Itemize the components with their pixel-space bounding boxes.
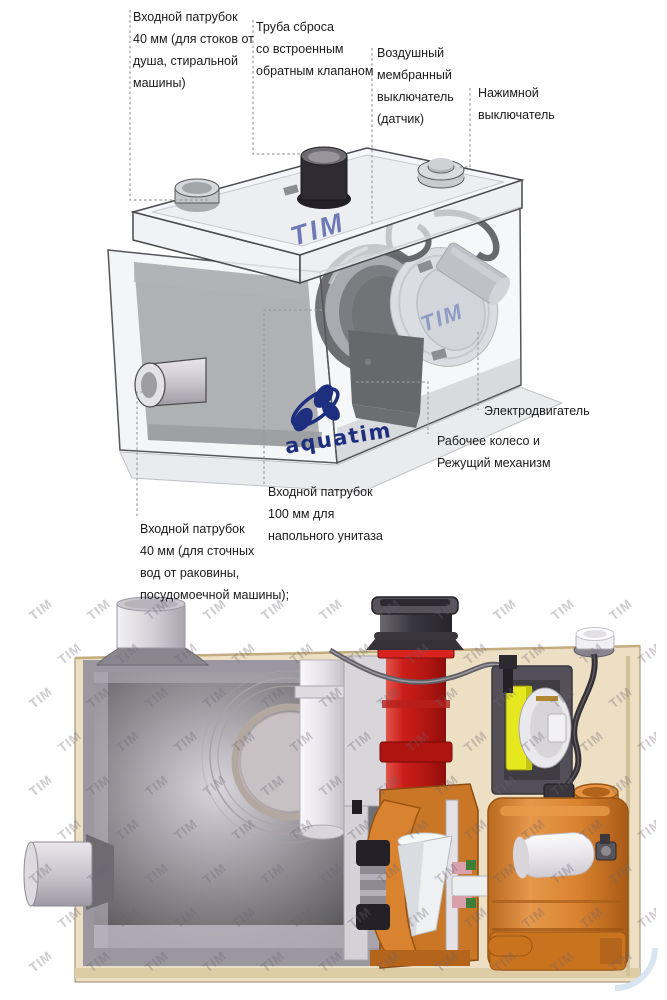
sensor-cable	[328, 647, 501, 685]
button-cable	[561, 653, 598, 792]
bottom-figure	[23, 596, 658, 991]
leader-inlet-40-top	[129, 10, 208, 201]
top-figure: TIM	[107, 10, 564, 518]
air-membrane-switch	[491, 655, 573, 795]
tank-walls	[107, 205, 522, 465]
base-plate	[119, 386, 564, 493]
funnel-inlet	[95, 596, 210, 666]
pump-volute	[352, 783, 501, 969]
motor-cutaway	[487, 783, 629, 971]
capacitor	[436, 242, 511, 305]
leader-push-switch	[458, 88, 471, 168]
push-switch-button[interactable]	[417, 158, 465, 189]
leader-impeller	[356, 381, 429, 434]
leader-inlet-40-bottom	[136, 391, 148, 518]
leader-lines	[129, 10, 479, 518]
leader-inlet-100	[263, 309, 322, 484]
left-inlet-stub	[23, 834, 114, 910]
outlet-pipe-top	[366, 596, 464, 650]
impeller-bracket	[348, 330, 424, 428]
push-switch-top[interactable]	[573, 627, 615, 658]
leader-discharge	[252, 20, 303, 155]
lid-inlet-40mm	[174, 178, 220, 212]
side-inlet-40mm	[134, 357, 207, 408]
internal-pipe	[294, 659, 350, 840]
card-corner-decoration	[614, 947, 658, 991]
discharge-pipe-port	[297, 146, 351, 209]
